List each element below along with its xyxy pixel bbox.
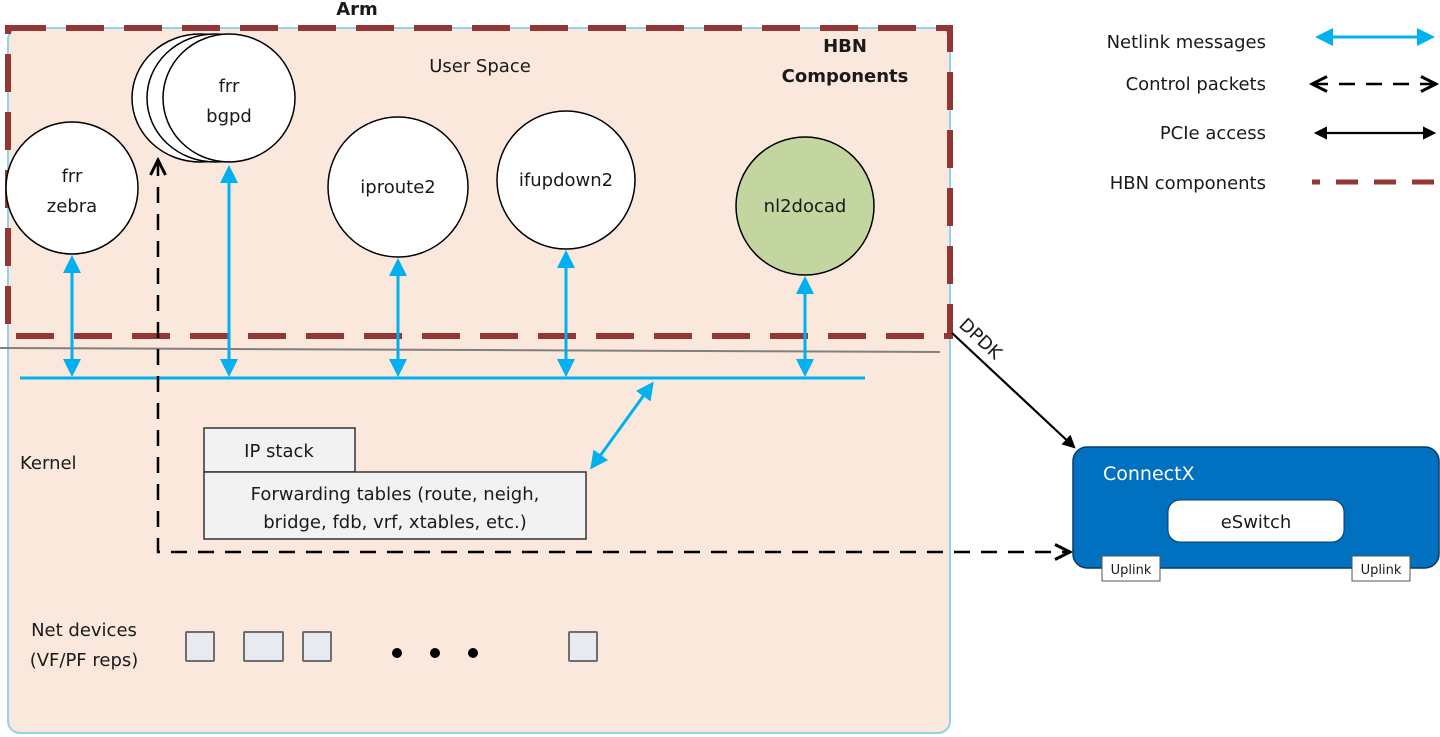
ellipsis-dot xyxy=(468,648,478,658)
eswitch-block xyxy=(1167,499,1345,543)
legend-label-control: Control packets xyxy=(1126,74,1266,95)
net-devices-label-line1: Net devices xyxy=(31,620,137,641)
process-label: frr xyxy=(219,76,240,97)
connectx-title: ConnectX xyxy=(1103,463,1195,485)
forwarding-tables-block: Forwarding tables (route, neigh, bridge,… xyxy=(203,471,587,540)
ellipsis-dot xyxy=(392,648,402,658)
net-device xyxy=(568,631,598,662)
forwarding-tables-line2: bridge, fdb, vrf, xtables, etc.) xyxy=(263,512,527,533)
eswitch-label: eSwitch xyxy=(1221,512,1292,533)
net-device xyxy=(185,631,215,662)
process-label: nl2docad xyxy=(764,196,847,217)
process-frr-zebra: frr zebra xyxy=(5,121,139,255)
uplink-port-right xyxy=(1351,555,1411,582)
legend-label-hbn: HBN components xyxy=(1110,173,1266,194)
process-ifupdown2: ifupdown2 xyxy=(496,110,636,250)
uplink-port-left xyxy=(1101,555,1161,582)
process-label: iproute2 xyxy=(360,177,435,198)
process-label: frr xyxy=(62,166,83,187)
ip-stack-label: IP stack xyxy=(244,441,314,462)
ip-stack-block: IP stack xyxy=(203,427,356,473)
legend: Netlink messages Control packets PCIe ac… xyxy=(1107,28,1438,194)
forwarding-tables-line1: Forwarding tables (route, neigh, xyxy=(251,484,540,505)
net-device xyxy=(243,631,284,662)
process-nl2docad: nl2docad xyxy=(735,136,875,276)
kernel-label: Kernel xyxy=(20,453,77,474)
process-iproute2: iproute2 xyxy=(327,116,469,258)
process-label: ifupdown2 xyxy=(519,170,613,191)
connectx-device: ConnectX eSwitch Uplink Uplink xyxy=(1072,446,1440,582)
legend-label-pcie: PCIe access xyxy=(1160,123,1266,144)
net-device xyxy=(302,631,332,662)
hbn-label-line2: Components xyxy=(782,66,909,87)
uplink-label: Uplink xyxy=(1111,563,1152,578)
uplink-label: Uplink xyxy=(1361,563,1402,578)
control-packets-path xyxy=(158,160,1070,552)
ellipsis-dot xyxy=(430,648,440,658)
process-label: bgpd xyxy=(206,106,252,127)
net-devices-label-line2: (VF/PF reps) xyxy=(30,650,139,671)
dpdk-label: DPDK xyxy=(955,314,1007,365)
dpdk-pcie-arrow xyxy=(951,332,1076,449)
process-label: zebra xyxy=(47,196,97,217)
legend-label-netlink: Netlink messages xyxy=(1107,32,1266,53)
arm-title: Arm xyxy=(336,0,378,20)
process-frr-bgpd: frr bgpd xyxy=(131,33,296,163)
user-space-label: User Space xyxy=(429,56,531,77)
hbn-label-line1: HBN xyxy=(823,36,867,57)
